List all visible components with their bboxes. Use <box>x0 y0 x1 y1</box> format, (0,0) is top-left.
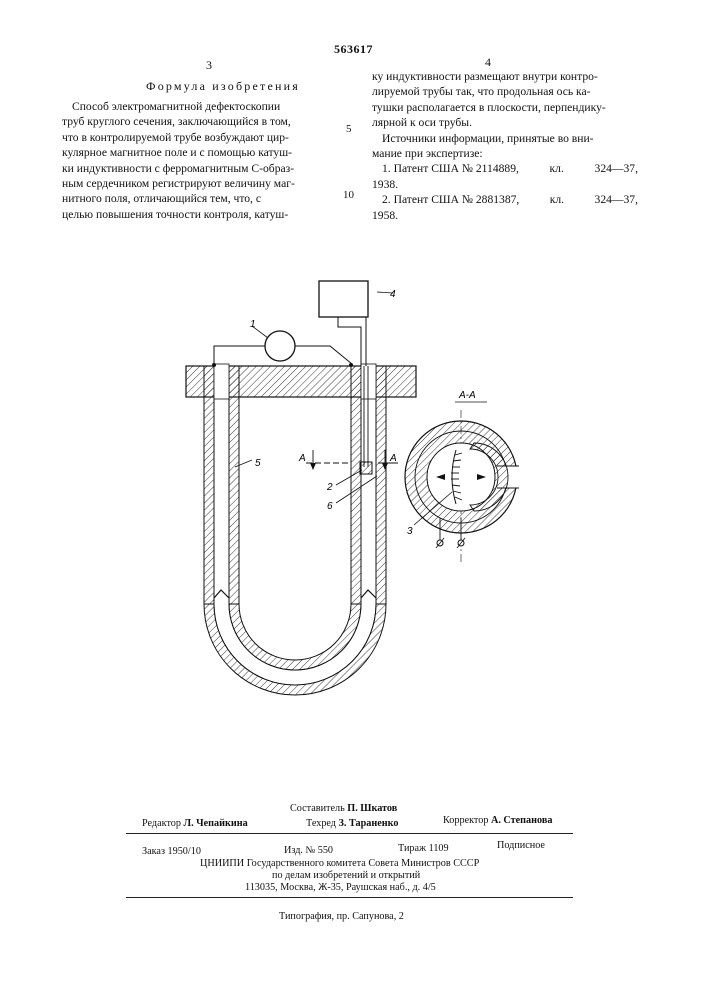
org-address: 113035, Москва, Ж-35, Раушская наб., д. … <box>245 882 436 893</box>
edition-number: Изд. № 550 <box>284 845 333 856</box>
divider-bottom <box>126 897 573 898</box>
printing-house: Типография, пр. Сапунова, 2 <box>279 911 404 922</box>
org-line-1: ЦНИИПИ Государственного комитета Совета … <box>200 858 479 869</box>
compiler-name: П. Шкатов <box>347 803 397 814</box>
techred-name: З. Тараненко <box>339 818 399 829</box>
editor-name: Л. Чепайкина <box>184 818 248 829</box>
org-line-2: по делам изобретений и открытий <box>272 870 420 881</box>
subscription: Подписное <box>497 840 545 851</box>
corrector: Корректор А. Степанова <box>443 815 552 826</box>
corrector-name: А. Степанова <box>491 815 552 826</box>
techred-label: Техред <box>306 818 336 829</box>
compiler: Составитель П. Шкатов <box>290 803 397 814</box>
editor-label: Редактор <box>142 818 181 829</box>
circulation: Тираж 1109 <box>398 843 449 854</box>
techred: Техред З. Тараненко <box>306 818 399 829</box>
corrector-label: Корректор <box>443 815 488 826</box>
compiler-label: Составитель <box>290 803 345 814</box>
order-number: Заказ 1950/10 <box>142 846 201 857</box>
divider-top <box>126 833 573 834</box>
editor: Редактор Л. Чепайкина <box>142 818 248 829</box>
